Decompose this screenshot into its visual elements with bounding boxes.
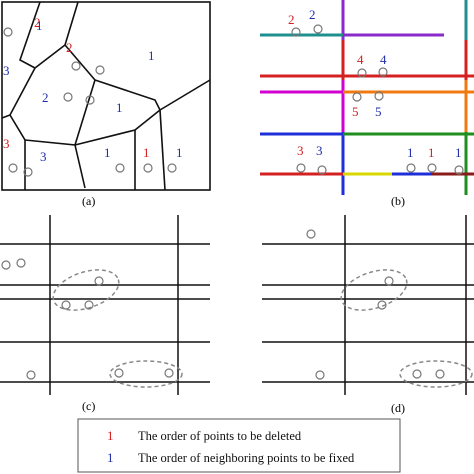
point (84, 300, 94, 310)
point (61, 300, 71, 310)
voronoi-edge (94, 79, 161, 111)
label-fixed: 3 (40, 149, 47, 164)
point (377, 300, 387, 310)
voronoi-edge (64, 44, 96, 81)
point (352, 92, 362, 102)
dashed-selection-ellipse (52, 269, 120, 311)
label-fixed: 1 (407, 145, 414, 160)
point (63, 92, 73, 102)
panel-d-grid (262, 215, 474, 395)
point (23, 167, 33, 177)
label-fixed: 2 (309, 7, 316, 22)
point (71, 61, 81, 71)
point (296, 163, 306, 173)
label-fixed: 1 (148, 48, 155, 63)
point (3, 27, 13, 37)
legend-deleted-text: The order of points to be deleted (138, 429, 302, 443)
panel-c-grid (0, 215, 210, 395)
point (115, 163, 125, 173)
point (94, 276, 104, 286)
point (95, 65, 105, 75)
label-deleted: 2 (66, 40, 73, 55)
point (143, 163, 153, 173)
point (306, 229, 316, 239)
label-fixed: 1 (116, 100, 123, 115)
point (374, 91, 384, 101)
voronoi-edge (24, 139, 86, 189)
panel-d-points: (d) (306, 229, 445, 415)
dashed-selection-ellipse (399, 360, 473, 388)
caption-b: (b) (391, 194, 405, 208)
point (1, 260, 11, 270)
label-deleted: 1 (143, 145, 150, 160)
point (357, 68, 367, 78)
point (167, 163, 177, 173)
point (85, 95, 95, 105)
label-deleted: 1 (428, 145, 435, 160)
label-fixed: 2 (42, 90, 49, 105)
label-deleted: 4 (357, 52, 364, 67)
label-deleted: 5 (352, 104, 359, 119)
panel-b-points: 2 2 4 4 5 5 3 3 1 1 1 (b) (288, 7, 464, 208)
voronoi-edge (34, 1, 79, 69)
label-deleted: 2 (288, 12, 295, 27)
point (26, 370, 36, 380)
point (114, 368, 124, 378)
panel-a-border (1, 1, 211, 191)
voronoi-edge (159, 79, 211, 111)
label-fixed: 4 (380, 52, 387, 67)
legend-fixed-number: 1 (107, 450, 114, 465)
point (313, 24, 323, 34)
voronoi-edge (74, 79, 96, 146)
label-fixed: 3 (316, 143, 323, 158)
label-deleted: 3 (3, 136, 10, 151)
point (406, 163, 416, 173)
legend-fixed-text: The order of neighboring points to be fi… (138, 451, 355, 465)
point (454, 165, 464, 175)
legend-box (77, 418, 401, 473)
point (315, 370, 325, 380)
voronoi-edge (9, 114, 26, 190)
voronoi-edge (19, 1, 41, 69)
point (16, 258, 26, 268)
point (291, 27, 301, 37)
label-deleted: 2 (34, 15, 41, 30)
label-fixed: 5 (375, 104, 382, 119)
panel-a-voronoi: 2 1 2 1 3 2 1 3 3 1 1 1 (a) (1, 1, 211, 208)
point (435, 369, 445, 379)
point (384, 276, 394, 286)
label-fixed: 1 (36, 18, 43, 33)
label-fixed: 1 (455, 145, 462, 160)
point (427, 163, 437, 173)
dashed-selection-ellipse (340, 269, 408, 311)
legend: 1 The order of points to be deleted 1 Th… (77, 418, 401, 473)
point (164, 368, 174, 378)
label-fixed: 1 (104, 145, 111, 160)
caption-d: (d) (391, 401, 405, 415)
point (412, 369, 422, 379)
point (8, 163, 18, 173)
label-fixed: 1 (176, 145, 183, 160)
caption-a: (a) (82, 194, 95, 208)
label-fixed: 3 (3, 63, 10, 78)
point (317, 165, 327, 175)
voronoi-edge (159, 109, 166, 191)
caption-c: (c) (82, 399, 95, 413)
voronoi-edge (74, 109, 161, 146)
point (378, 67, 388, 77)
panel-c-points: (c) (1, 258, 174, 413)
panel-b-grid (260, 0, 474, 195)
legend-deleted-number: 1 (107, 428, 114, 443)
dashed-selection-ellipse (109, 360, 183, 388)
label-deleted: 3 (297, 143, 304, 158)
